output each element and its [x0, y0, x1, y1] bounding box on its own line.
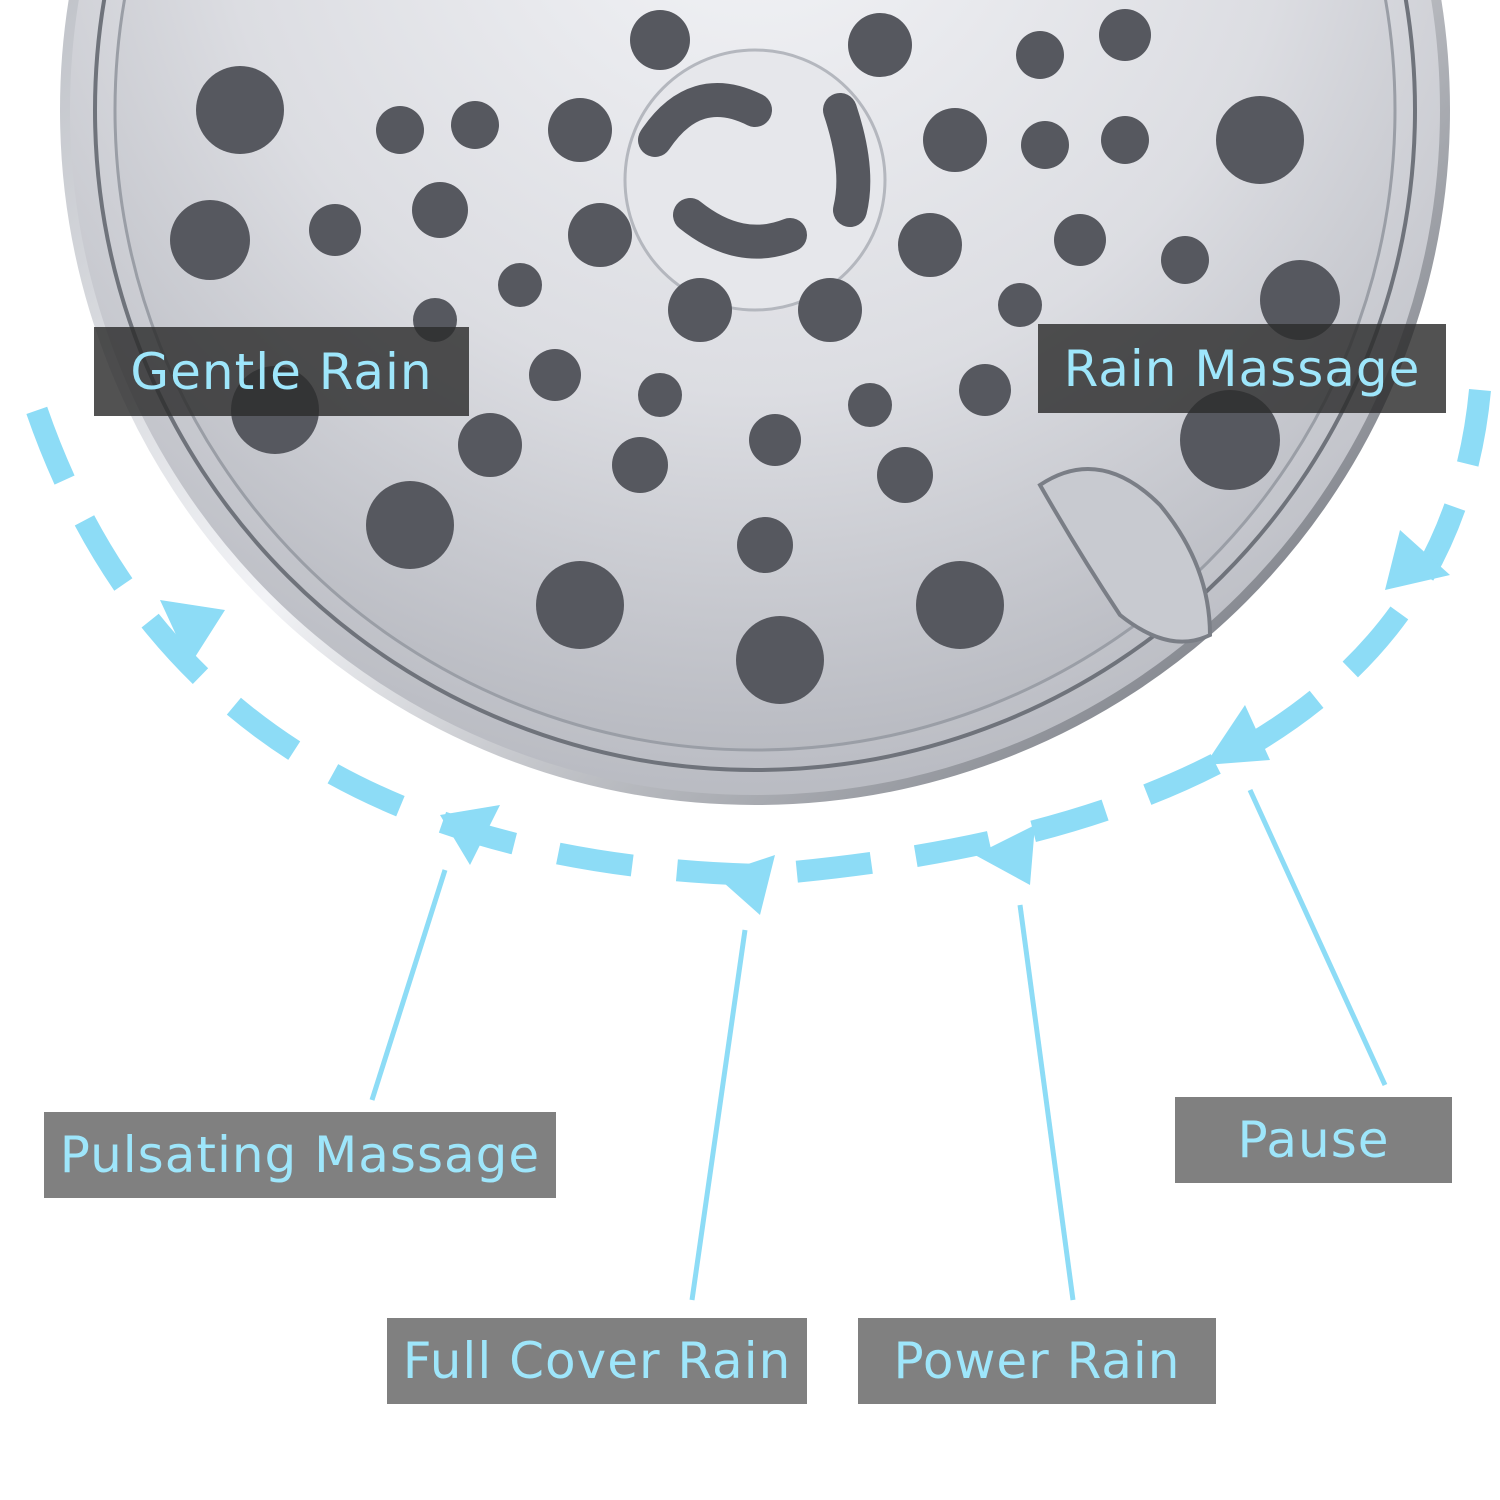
rotation-arrow [19, 386, 1491, 915]
label-pause: Pause [1175, 1097, 1452, 1183]
arrow-head-icon [715, 855, 775, 915]
arrow-head-icon [1385, 530, 1450, 590]
label-rain-massage: Rain Massage [1038, 324, 1446, 413]
label-pulsating-massage: Pulsating Massage [44, 1112, 556, 1198]
center-hub [623, 48, 887, 312]
label-full-cover-rain: Full Cover Rain [387, 1318, 807, 1404]
label-power-rain: Power Rain [858, 1318, 1216, 1404]
setting-selector-lever [1037, 467, 1213, 644]
nozzles [170, 9, 1340, 704]
arrow-head-icon [1205, 705, 1270, 765]
arrow-head-icon [440, 805, 500, 865]
label-gentle-rain: Gentle Rain [94, 327, 469, 416]
arrow-head-icon [160, 600, 225, 665]
leader-lines [369, 788, 1388, 1301]
arrow-head-icon [975, 825, 1035, 885]
